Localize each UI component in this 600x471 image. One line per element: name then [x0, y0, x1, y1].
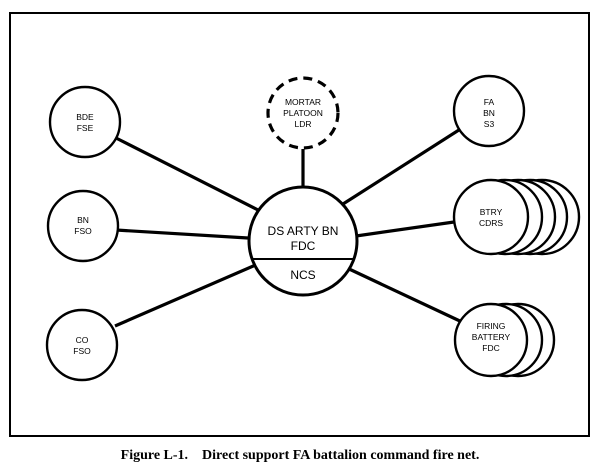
node-fa-bn-s3: FA BN S3: [452, 74, 526, 148]
link-firing-battery: [346, 266, 463, 324]
node-label: CO: [76, 335, 89, 345]
figure-caption: Figure L-1. Direct support FA battalion …: [120, 448, 480, 463]
node-btry-cdrs-stack: BTRY CDRS: [452, 178, 581, 256]
node-label: BATTERY: [472, 332, 511, 342]
node-label: BTRY: [480, 207, 503, 217]
node-co-fso: CO FSO: [45, 308, 119, 382]
node-mortar-platoon-ldr: MORTAR PLATOON LDR: [266, 76, 340, 150]
node-label: BN: [483, 108, 495, 118]
link-btry-cdrs: [355, 220, 455, 238]
hub-ds-arty-bn-fdc: DS ARTY BN FDC NCS: [247, 185, 359, 297]
node-label: FSO: [74, 226, 92, 236]
node-label: FSE: [77, 123, 94, 133]
node-label: FSO: [73, 346, 91, 356]
hub-control-label: NCS: [290, 268, 315, 282]
node-label: PLATOON: [283, 108, 323, 118]
node-label: BN: [77, 215, 89, 225]
node-label: LDR: [294, 119, 311, 129]
node-bde-fse: BDE FSE: [48, 85, 122, 159]
hub-title-line2: FDC: [291, 239, 316, 253]
diagram-frame: [9, 12, 590, 437]
node-label: S3: [484, 119, 495, 129]
node-label: FA: [484, 97, 495, 107]
link-bde-fse: [115, 136, 263, 214]
hub-title-line1: DS ARTY BN: [268, 224, 339, 238]
node-label: MORTAR: [285, 97, 321, 107]
node-label: FDC: [482, 343, 499, 353]
link-fa-bn-s3: [342, 126, 463, 206]
link-co-fso: [114, 262, 259, 328]
node-label: CDRS: [479, 218, 503, 228]
node-firing-battery-stack: FIRING BATTERY FDC: [453, 302, 556, 378]
node-bn-fso: BN FSO: [46, 189, 120, 263]
node-label: FIRING: [477, 321, 506, 331]
node-label: BDE: [76, 112, 94, 122]
net-links: [114, 126, 463, 328]
link-bn-fso: [115, 228, 249, 240]
